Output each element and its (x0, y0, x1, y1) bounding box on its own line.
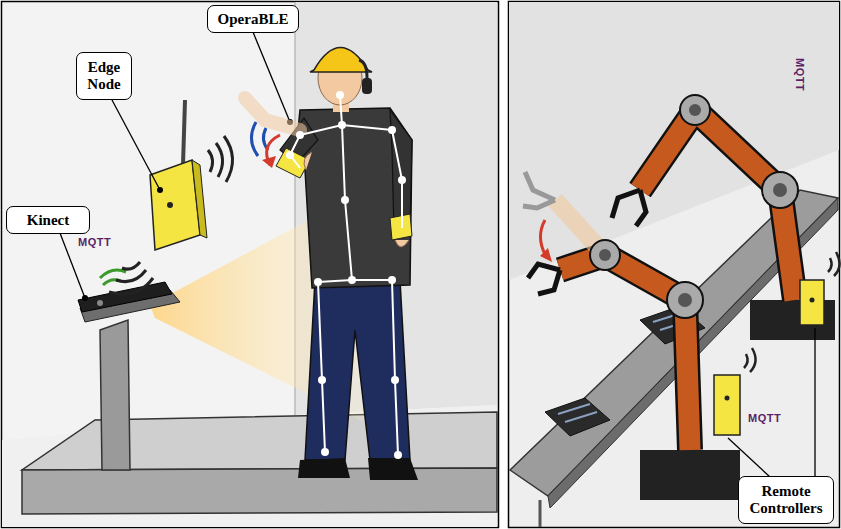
callout-text: Edge Node (81, 59, 127, 93)
callout-text: Kinect (27, 212, 70, 229)
remote-controller (714, 375, 740, 435)
kinect-sensor (78, 282, 172, 312)
left-panel (2, 2, 499, 528)
remote-controller (800, 280, 824, 325)
mqtt-logo: MQTT (794, 58, 806, 91)
panel-item (545, 398, 610, 436)
callout-text: Remote Controllers (743, 483, 829, 517)
mqtt-logo: MQTT (78, 236, 111, 248)
worker (245, 48, 418, 481)
kinect-stand (100, 320, 130, 470)
right-panel (509, 2, 840, 528)
platform (22, 412, 497, 470)
antenna (183, 100, 185, 165)
callout-box: Edge Node (76, 52, 132, 100)
callout-text: OperaBLE (218, 11, 289, 28)
callout-box: Remote Controllers (738, 476, 834, 524)
mqtt-logo: MQTT (748, 412, 781, 424)
edge-node-box (150, 160, 200, 250)
robot-arm (612, 95, 840, 340)
robot-arm (523, 172, 756, 500)
callout-box: OperaBLE (207, 5, 299, 33)
callout-box: Kinect (6, 206, 90, 234)
